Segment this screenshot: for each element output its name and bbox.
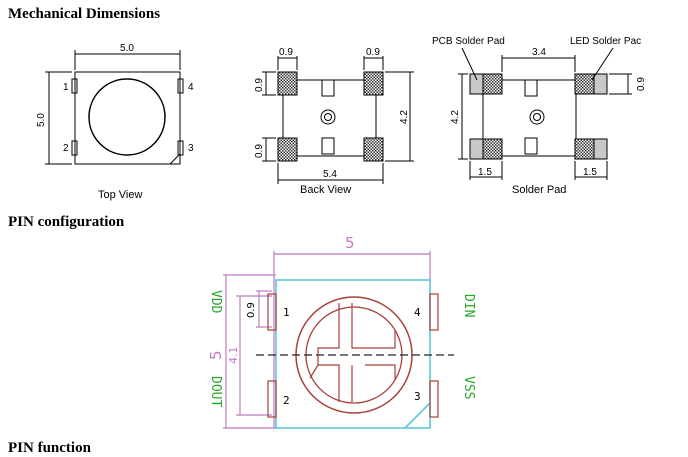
back-view-pad-bottom-right	[363, 137, 384, 162]
top-view-body	[74, 71, 181, 165]
pcb-pad-bottom-right	[593, 138, 608, 160]
solder-pad-pad-height-label: 0.9	[636, 77, 647, 91]
pin-inner-label: 4.1	[227, 347, 240, 365]
led-pad-bottom-left	[482, 138, 503, 160]
pin-number-3: 3	[414, 390, 421, 403]
back-view-square-top	[321, 79, 335, 97]
back-view-caption: Back View	[300, 184, 351, 196]
top-view-height-label: 5.0	[36, 113, 47, 127]
pcb-pad-top-right	[593, 73, 608, 95]
solder-pad-circle-inner	[533, 113, 541, 121]
solder-pad-caption: Solder Pad	[512, 184, 566, 196]
top-view-pin-1	[71, 78, 78, 94]
top-view-caption: Top View	[98, 189, 142, 201]
led-pad-bottom-right	[574, 138, 595, 160]
pin-trace-bottom-right	[365, 364, 396, 380]
pin-pad-label: 0.9	[246, 302, 257, 318]
back-view-height-label: 4.2	[399, 110, 410, 124]
solder-pad-right-width-label: 1.5	[583, 167, 597, 178]
pcb-pad-bottom-left	[469, 138, 484, 160]
solder-pad-drawing	[458, 47, 632, 180]
back-view-pad-width-right-label: 0.9	[366, 47, 380, 58]
pin-config-drawing	[223, 251, 454, 429]
top-view-pin-2	[71, 140, 78, 156]
pin-pad-4	[429, 293, 439, 331]
pin-pad-2	[267, 380, 277, 418]
pin-trace-top-right	[351, 303, 396, 349]
solder-pad-square-top	[524, 79, 538, 97]
pin-number-2: 2	[283, 394, 290, 407]
solder-pad-circle-outer	[529, 109, 545, 125]
pin-height-label: 5	[207, 350, 225, 360]
solder-pad-height-label: 4.2	[450, 110, 461, 124]
pin-number-1: 1	[283, 306, 290, 319]
back-view-circle-outer	[320, 109, 336, 125]
top-view-pin-3-label: 3	[188, 143, 194, 154]
led-pad-leader	[591, 47, 614, 81]
back-view-pad-height-top-label: 0.9	[254, 78, 265, 92]
top-view-pin-2-label: 2	[63, 143, 69, 154]
pcb-solder-pad-label: PCB Solder Pad	[432, 36, 505, 47]
top-view-pin-4	[177, 78, 184, 94]
pin-trace-diag	[309, 364, 319, 379]
top-view-pin-4-label: 4	[188, 82, 194, 93]
top-view-chamfer	[169, 153, 181, 165]
pin-package-outline	[275, 279, 431, 429]
back-view-width-label: 5.4	[323, 169, 337, 180]
led-pad-top-right	[574, 73, 595, 95]
pin-pad-1	[267, 293, 277, 331]
pin-name-vss: VSS	[461, 376, 476, 399]
mechanical-dimensions-heading: Mechanical Dimensions	[8, 6, 161, 22]
back-view-circle-inner	[324, 113, 332, 121]
back-view-pad-top-left	[277, 71, 298, 96]
led-solder-pad-label: LED Solder Pac	[570, 36, 641, 47]
pin-name-dout: DOUT	[208, 376, 223, 407]
pin-trace-left	[317, 303, 340, 402]
top-view-width-label: 5.0	[120, 43, 134, 54]
pcb-pad-leader	[461, 47, 478, 81]
pin-number-4: 4	[414, 306, 421, 319]
top-view-lens	[88, 78, 166, 156]
back-view-pad-height-bottom-label: 0.9	[254, 144, 265, 158]
back-view-drawing	[262, 56, 414, 184]
pin-configuration-heading: PIN configuration	[8, 214, 125, 230]
back-view-pad-bottom-left	[277, 137, 298, 162]
back-view-pad-top-right	[363, 71, 384, 96]
pin-width-label: 5	[345, 234, 355, 252]
solder-pad-left-width-label: 1.5	[478, 167, 492, 178]
solder-pad-square-bottom	[524, 137, 538, 155]
pin-name-vdd: VDD	[208, 290, 223, 314]
led-pad-top-left	[482, 73, 503, 95]
solder-pad-span-label: 3.4	[532, 47, 546, 58]
pin-package-chamfer	[404, 402, 431, 429]
pin-pad-3	[429, 380, 439, 418]
top-view-pin-1-label: 1	[63, 82, 69, 93]
back-view-pad-width-left-label: 0.9	[279, 47, 293, 58]
pin-name-din: DIN	[461, 294, 476, 317]
pcb-pad-top-left	[469, 73, 484, 95]
top-view-drawing	[45, 50, 184, 165]
back-view-square-bottom	[321, 137, 335, 155]
top-view-pin-3	[177, 140, 184, 156]
